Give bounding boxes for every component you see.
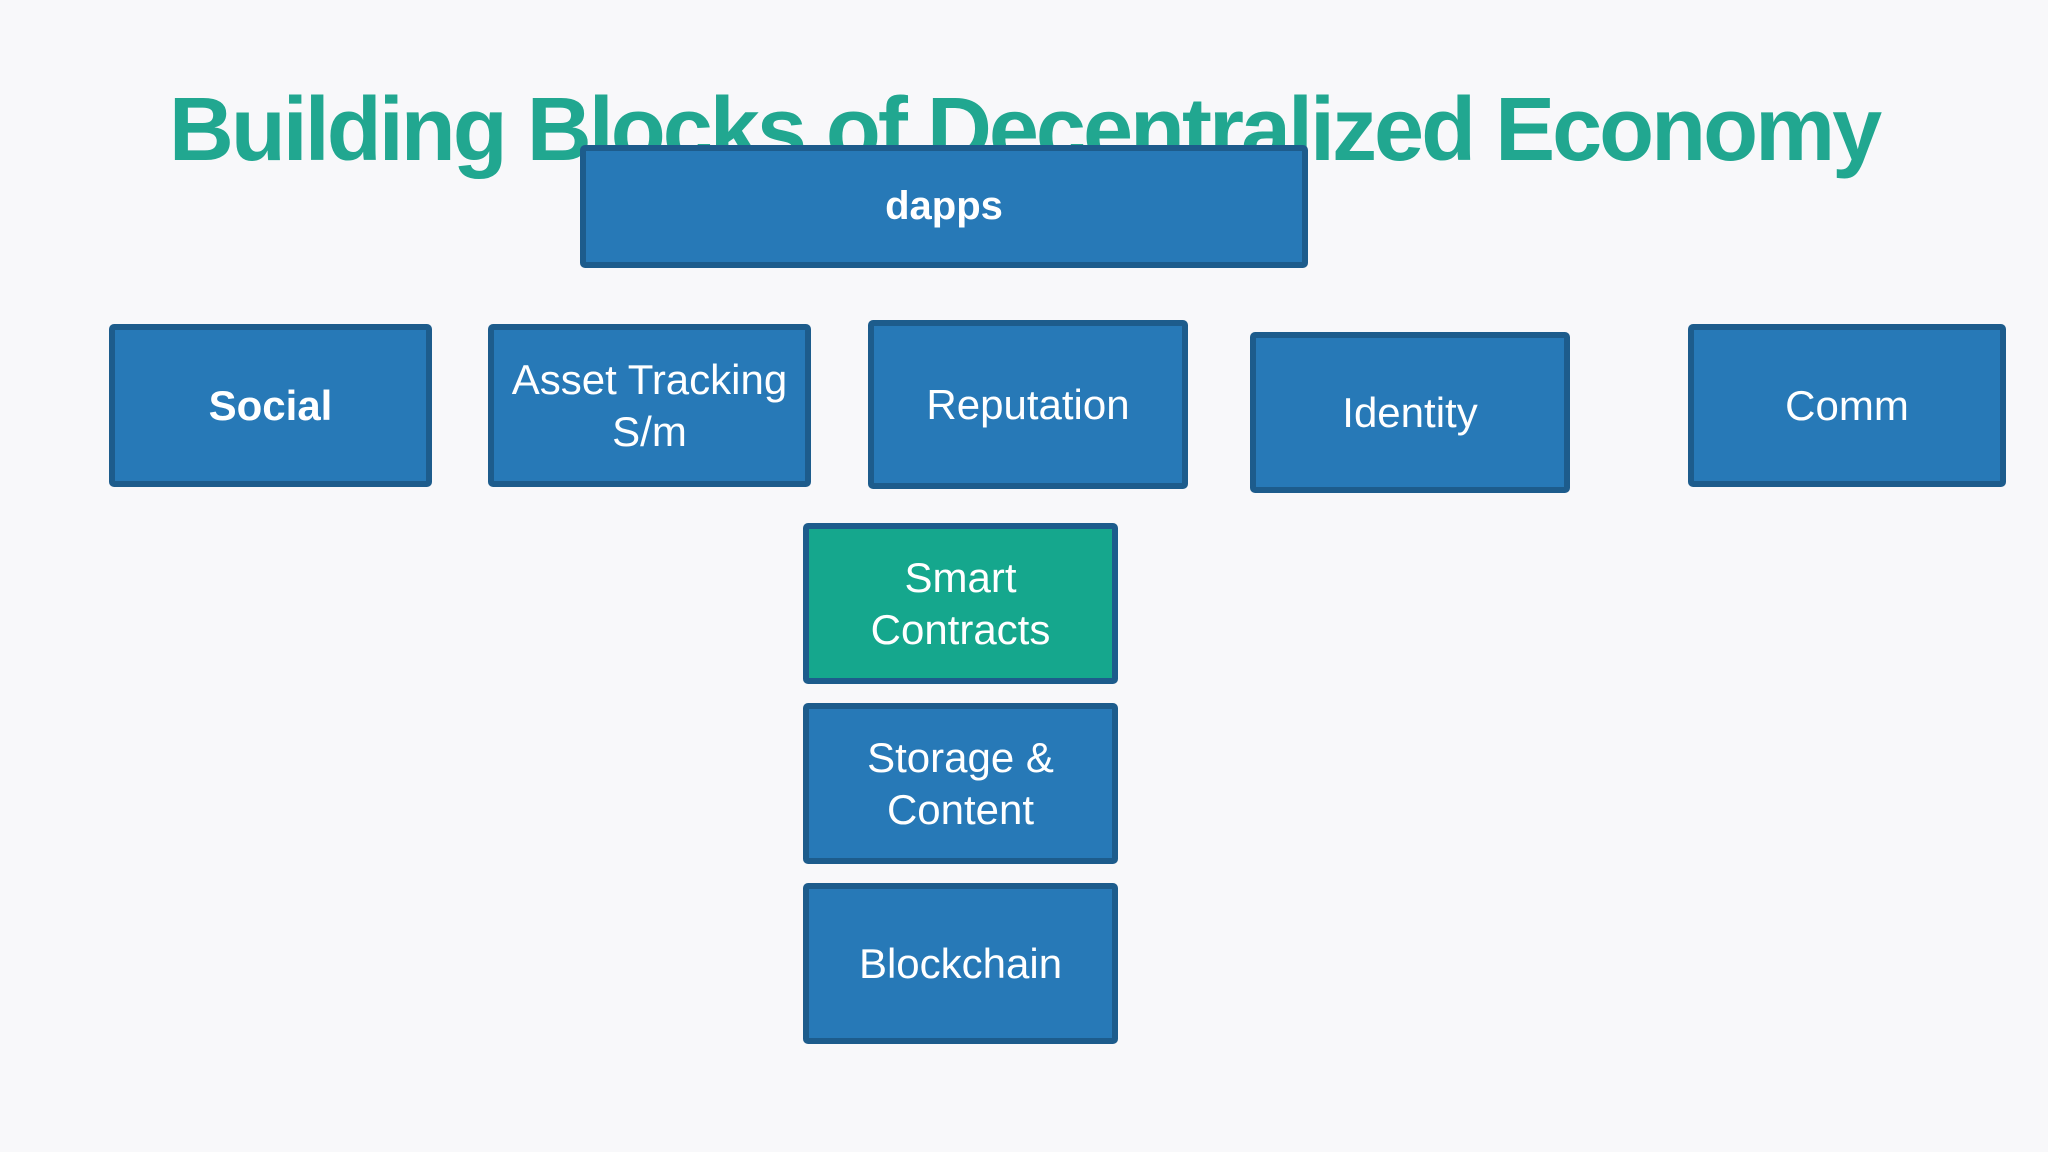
diagram-node-blockchain: Blockchain — [803, 883, 1118, 1044]
diagram-node-identity: Identity — [1250, 332, 1570, 493]
diagram-node-smart-contracts: Smart Contracts — [803, 523, 1118, 684]
diagram-node-dapps: dapps — [580, 145, 1308, 268]
diagram-node-asset-tracking: Asset Tracking S/m — [488, 324, 811, 487]
diagram-node-social: Social — [109, 324, 432, 487]
diagram-node-comm: Comm — [1688, 324, 2006, 487]
diagram-node-reputation: Reputation — [868, 320, 1188, 489]
diagram-node-storage-content: Storage & Content — [803, 703, 1118, 864]
